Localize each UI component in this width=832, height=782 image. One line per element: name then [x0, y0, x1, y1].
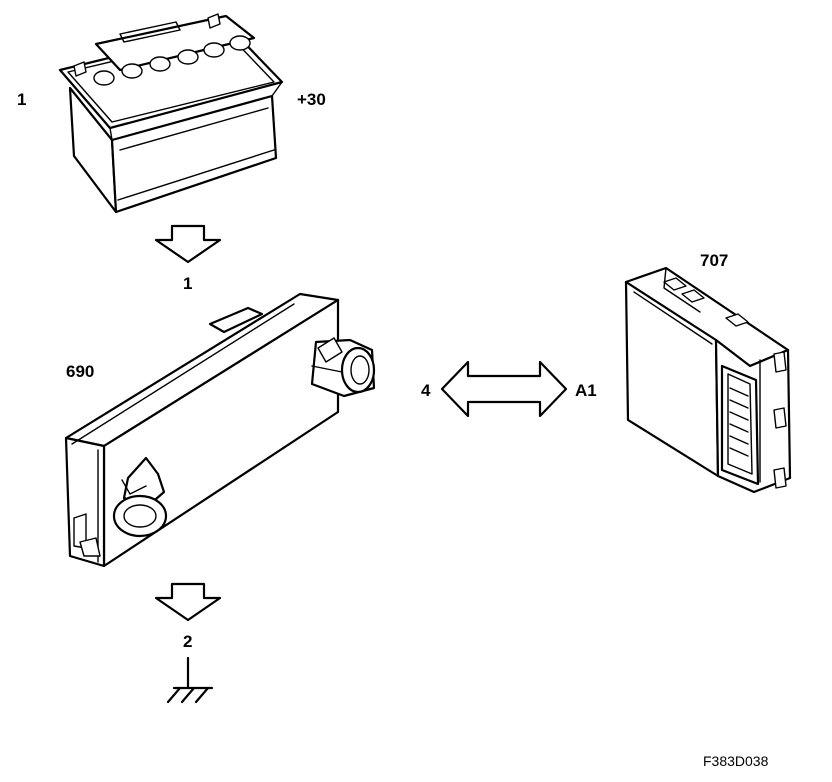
ecu-module-icon	[624, 266, 792, 494]
module-690-label: 690	[66, 362, 94, 381]
arrow-2-label: 2	[183, 632, 192, 651]
down-arrow-icon	[154, 582, 222, 622]
arrow-right-label: A1	[575, 381, 597, 400]
control-module-icon	[64, 292, 376, 568]
arrow-left-label: 4	[421, 381, 431, 400]
down-arrow-icon	[154, 224, 222, 264]
bidirectional-arrow-icon	[440, 360, 568, 418]
module-707-label: 707	[700, 251, 728, 270]
battery-ref-label: 1	[17, 90, 26, 109]
figure-reference: F383D038	[703, 753, 769, 769]
battery-terminal-label: +30	[297, 90, 326, 109]
ground-symbol-icon	[166, 656, 214, 704]
arrow-1-label: 1	[183, 274, 192, 293]
car-battery-icon	[58, 13, 284, 214]
